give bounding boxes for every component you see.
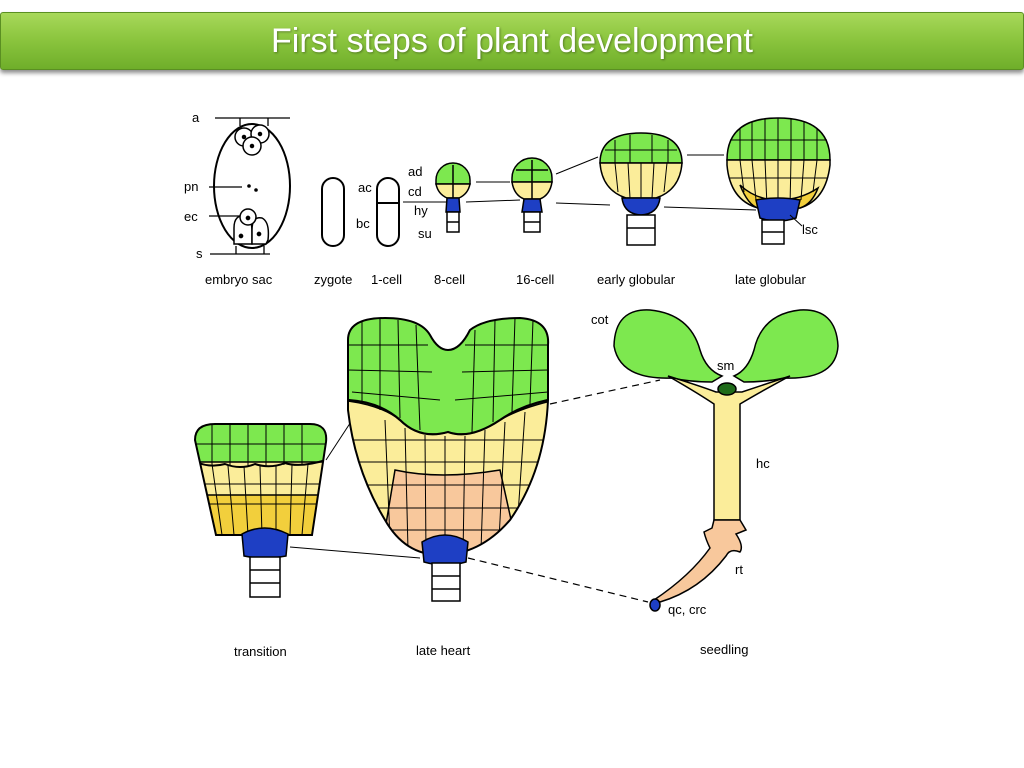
label-cd: cd <box>408 184 422 199</box>
label-sm: sm <box>717 358 734 373</box>
title-bar: First steps of plant development <box>0 12 1024 70</box>
label-rt: rt <box>735 562 743 577</box>
stage-eight-cell: 8-cell <box>434 272 465 287</box>
stage-seedling: seedling <box>700 642 748 657</box>
stage-embryo-sac: embryo sac <box>205 272 273 287</box>
egg-apparatus <box>233 208 270 245</box>
antipodal-cells <box>234 124 270 156</box>
eight-cell-embryo: ad cd hy su <box>403 162 471 241</box>
shoot-meristem <box>717 382 737 396</box>
label-lsc: lsc <box>802 222 818 237</box>
label-ac: ac <box>358 180 372 195</box>
connector-transition-heart <box>289 546 421 559</box>
label-hc: hc <box>756 456 770 471</box>
label-a: a <box>192 110 200 125</box>
stage-late-heart: late heart <box>416 643 471 658</box>
label-cot: cot <box>591 312 609 327</box>
label-su: su <box>418 226 432 241</box>
transition-embryo <box>193 423 328 598</box>
slide-title: First steps of plant development <box>271 21 753 60</box>
seedling <box>613 309 839 612</box>
connector-8-16-bottom <box>465 199 521 203</box>
stage-transition: transition <box>234 644 287 659</box>
label-pn: pn <box>184 179 198 194</box>
connector-heart-seedling-bottom <box>467 557 649 603</box>
zygote-cell <box>321 177 345 247</box>
polar-nucleus-1 <box>247 184 251 188</box>
late-globular-embryo <box>726 117 831 245</box>
label-s: s <box>196 246 203 261</box>
stage-zygote: zygote <box>314 272 352 287</box>
connector-early-late-bottom <box>663 206 757 211</box>
label-ad: ad <box>408 164 422 179</box>
stage-late-globular: late globular <box>735 272 806 287</box>
stage-early-globular: early globular <box>597 272 676 287</box>
embryo-sac: a pn ec s <box>184 110 291 261</box>
stage-one-cell: 1-cell <box>371 272 402 287</box>
polar-nucleus-2 <box>254 188 258 192</box>
stage-sixteen-cell: 16-cell <box>516 272 554 287</box>
label-ec: ec <box>184 209 198 224</box>
one-cell-embryo: ac bc <box>356 177 400 247</box>
connector-16-early-top <box>555 156 599 175</box>
late-heart-embryo <box>347 316 550 602</box>
connector-16-early-bottom <box>555 202 611 206</box>
label-qc-crc: qc, crc <box>668 602 707 617</box>
label-hy: hy <box>414 203 428 218</box>
sixteen-cell-embryo <box>511 157 553 233</box>
connector-heart-seedling-top <box>549 379 661 405</box>
root-tip <box>649 598 661 612</box>
early-globular-embryo <box>599 132 683 246</box>
embryo-sac-outline <box>213 123 291 249</box>
label-bc: bc <box>356 216 370 231</box>
lsc-pointer <box>789 214 803 227</box>
